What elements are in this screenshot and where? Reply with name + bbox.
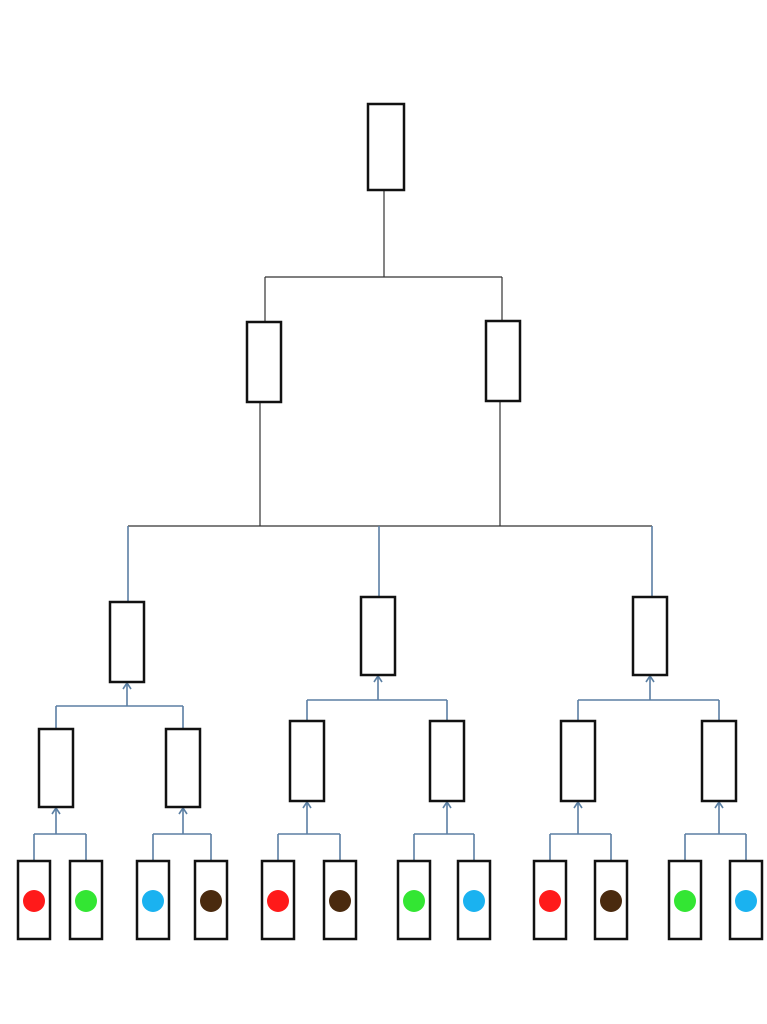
leaf-dot-green [75,890,97,912]
node-level3-4 [428,719,466,803]
leaf-dot-green [403,890,425,912]
connectors [33,190,747,861]
leaf-dot-blue [142,890,164,912]
node-level3-6 [700,719,738,803]
leaf-dot-brown [200,890,222,912]
node-level3-2 [164,727,202,809]
leaf-dot-red [539,890,561,912]
leaf-dot-brown [600,890,622,912]
node-level3-5 [559,719,597,803]
leaf-dot-green [674,890,696,912]
node-level2-1 [108,600,146,684]
node-level1-right [484,319,522,403]
leaf-dot-red [267,890,289,912]
leaf-dot-red [23,890,45,912]
leaf-dot-blue [463,890,485,912]
node-level3-1 [37,727,75,809]
node-level2-2 [359,595,397,677]
leaf-dot-blue [735,890,757,912]
node-level2-3 [631,595,669,677]
node-root [366,102,406,192]
leaf-dot-brown [329,890,351,912]
nodes [16,102,764,941]
node-level1-left [245,320,283,404]
node-level3-3 [288,719,326,803]
